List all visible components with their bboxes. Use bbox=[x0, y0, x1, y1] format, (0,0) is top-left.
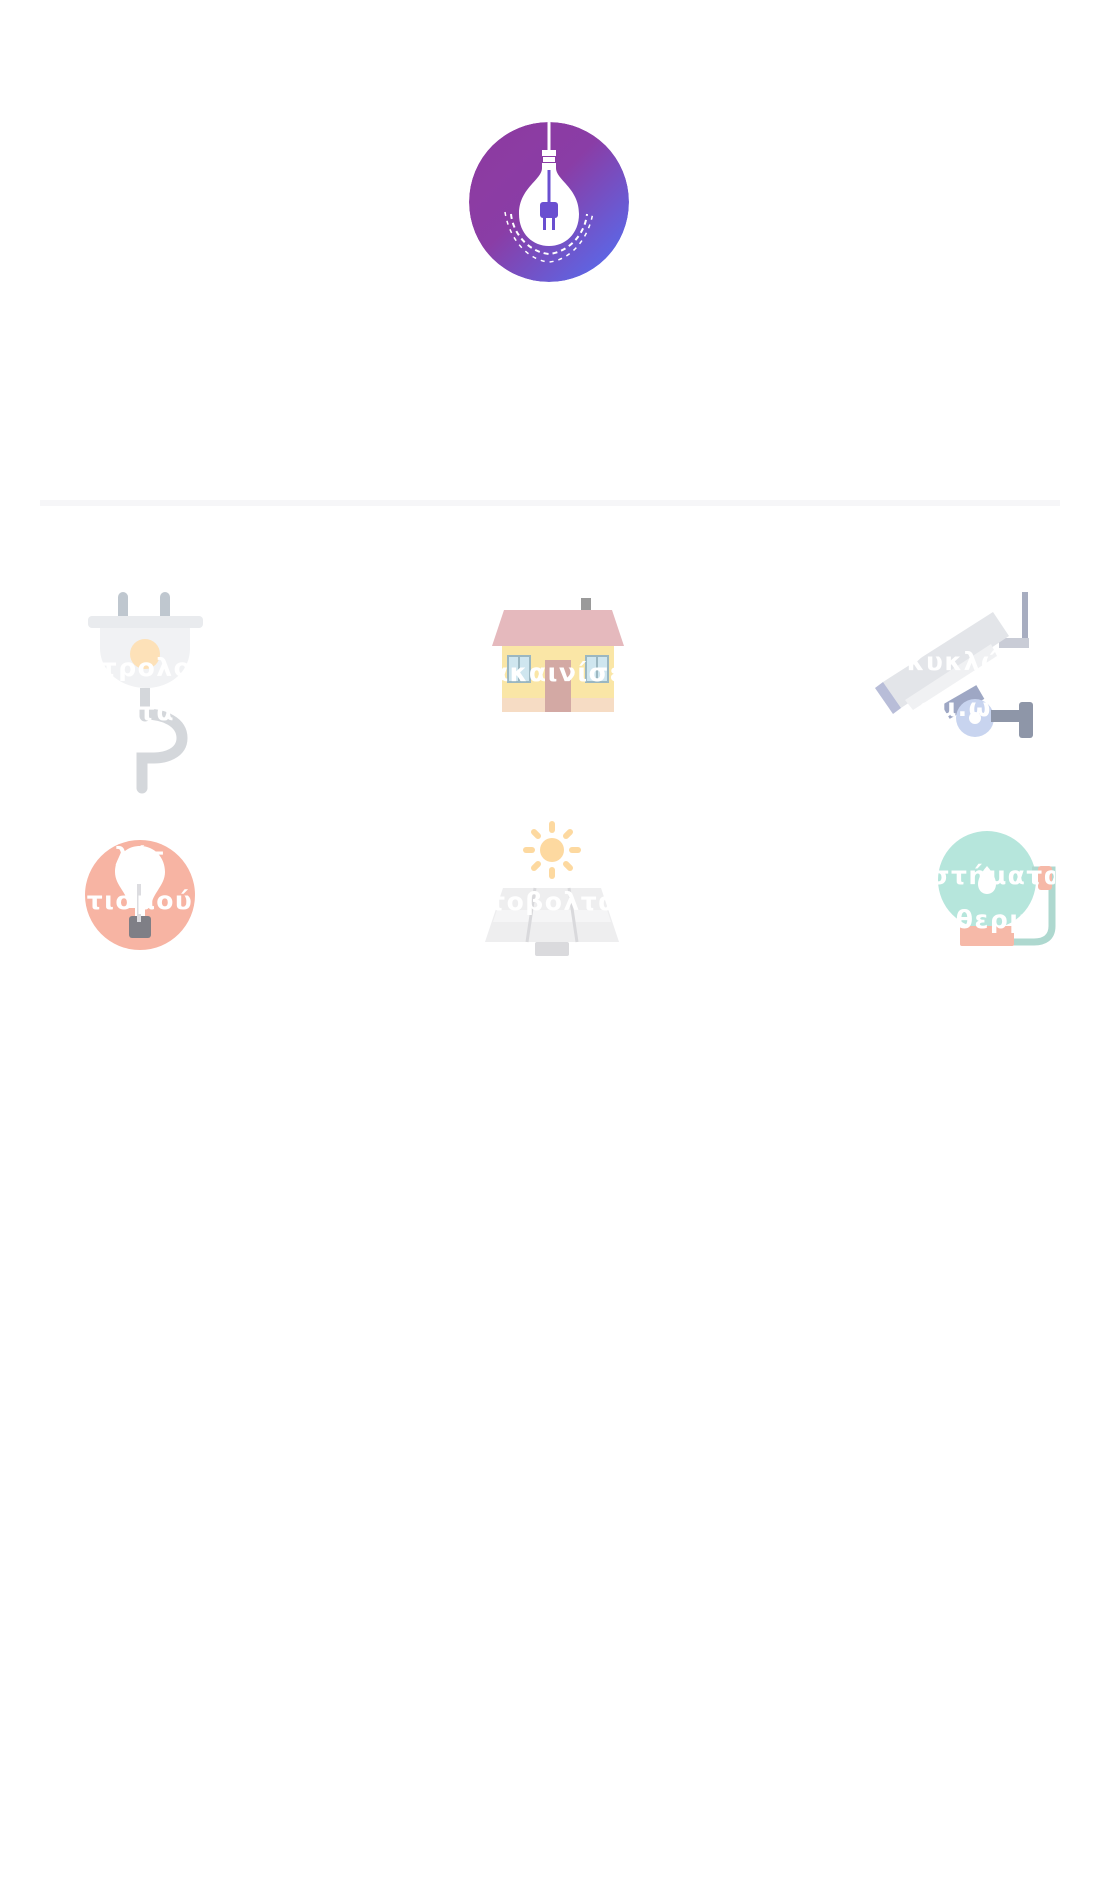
service-card-electrical[interactable]: τρολο στα bbox=[84, 592, 209, 794]
service-label-line1: τοβολτα bbox=[489, 887, 617, 916]
service-label-line1: λέτ bbox=[114, 842, 166, 871]
service-card-solar[interactable]: τοβολτα bbox=[483, 821, 623, 962]
service-label-line1: ακαινίσε bbox=[490, 658, 625, 687]
water-heater-icon bbox=[938, 831, 1056, 946]
lightbulb-icon bbox=[85, 840, 195, 950]
service-card-renovation[interactable]: ακαινίσε bbox=[488, 596, 628, 716]
brand-logo[interactable] bbox=[469, 122, 629, 282]
service-label-line2: τισμού bbox=[86, 886, 194, 915]
service-label-line1: στήματα bbox=[930, 861, 1055, 890]
house-icon bbox=[492, 598, 624, 712]
lightbulb-plug-icon bbox=[469, 122, 629, 282]
service-label-line2: αμ.ω bbox=[919, 693, 992, 722]
service-label-line2: στα bbox=[117, 697, 176, 726]
service-card-lighting[interactable]: λέτ τισμού bbox=[85, 840, 195, 950]
service-label-line1: κυκλώ bbox=[906, 647, 1005, 676]
service-card-heating[interactable]: στήματα θερμ bbox=[930, 830, 1056, 950]
service-label-line1: τρολο bbox=[100, 653, 193, 682]
service-card-cctv[interactable]: κυκλώ αμ.ω bbox=[873, 590, 1038, 745]
plug-icon bbox=[88, 592, 203, 794]
section-divider bbox=[40, 500, 1060, 506]
service-label-line2: θερμ bbox=[955, 905, 1030, 934]
security-camera-icon bbox=[875, 592, 1033, 738]
solar-panel-icon bbox=[485, 821, 619, 956]
